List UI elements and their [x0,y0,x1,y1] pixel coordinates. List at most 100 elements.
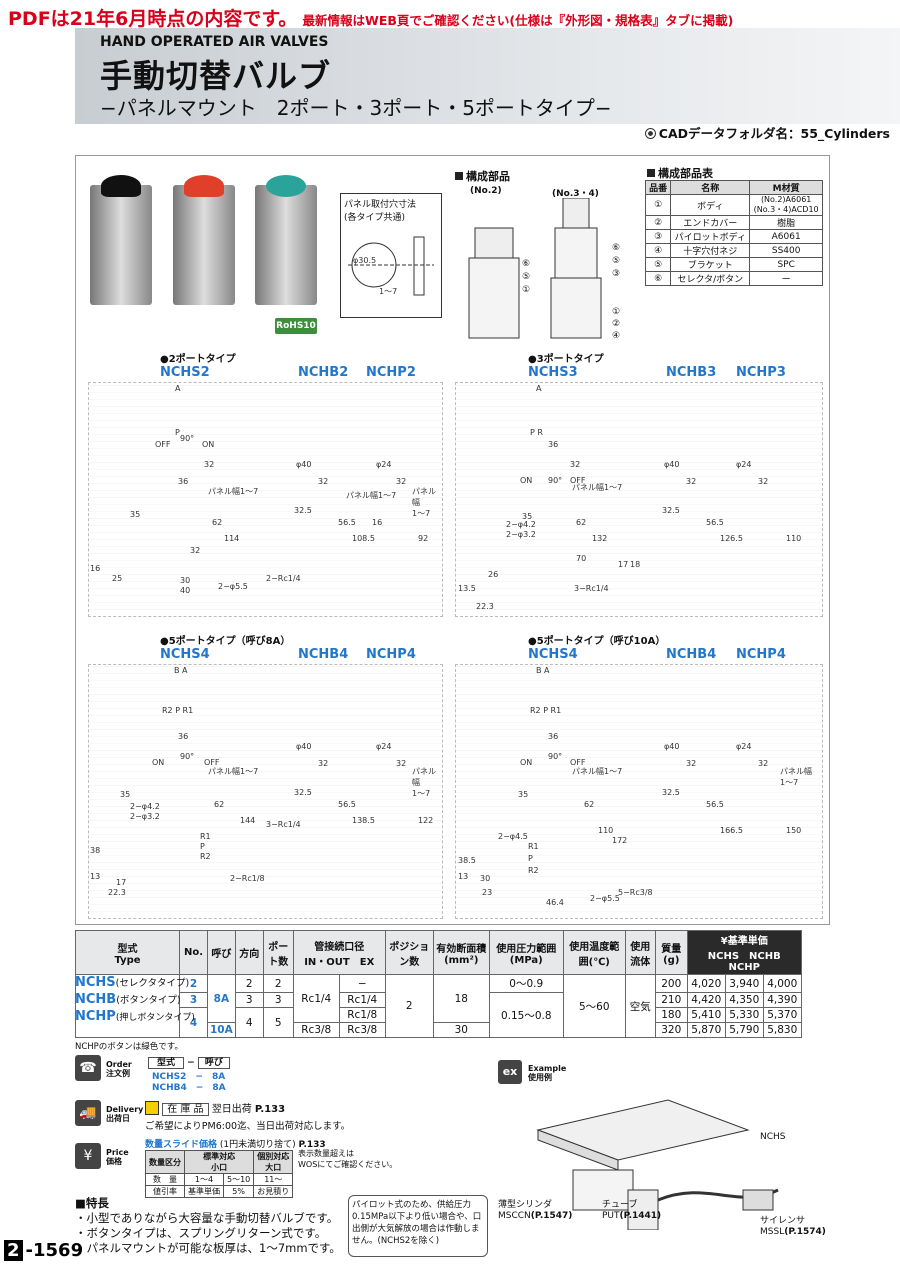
callout: ⑤ [612,256,621,266]
callout: ⑤ [522,272,531,282]
page-title: 手動切替バルブ [100,57,332,95]
delivery-note: ご希望によりPM6:00迄、当日出荷対応します。 [145,1121,351,1132]
example-icon: ex [498,1060,522,1084]
delivery-info: 在 庫 品 翌日出荷 P.133 [145,1100,285,1116]
delivery-truck-icon: 🚚 [75,1100,101,1126]
section-5port-10a: ●5ポートタイプ（呼び10A） [528,636,666,647]
model-nchp2: NCHP2 [366,365,416,380]
table-row: 4 4 5 Rc1/8 180 5,410 5,330 5,370 [76,1007,802,1038]
callout: ⑥ [612,243,621,253]
features-title: ■特長 [75,1196,109,1210]
model-nchs2: NCHS2 [160,365,210,380]
model-nchb3: NCHB3 [666,365,717,380]
example-drawing [536,1099,779,1230]
model-nchp4-8a: NCHP4 [366,647,416,662]
table-row: 10A Rc3/8 Rc3/8 30 320 5,870 5,790 5,830 [76,1022,802,1038]
price-note: 表示数量超えは WOSにてご確認ください。 [298,1149,398,1169]
parts-header: 品番 [644,180,672,195]
title-band [75,28,900,124]
section-5port-8a: ●5ポートタイプ（呼び8A） [160,636,291,647]
dims-2port: A P OFF 90° ON 36 32 φ40 32 φ24 32 パネル幅1… [90,384,436,595]
cad-radio-icon [644,128,656,139]
cad-folder[interactable]: CADデータフォルダ名：55_Cylinders [644,123,890,142]
button-valve-photo [173,175,235,305]
callout: ① [522,285,531,295]
no34-callouts-bottom: ① ② ④ [612,306,620,342]
components-title: 構成部品 [455,168,510,184]
feature-item: ・小型でありながら大容量な手動切替バルブです。 [75,1211,339,1225]
callout: ② [612,319,621,329]
selector-valve-photo [90,175,152,305]
parts-header: M材質 [749,180,823,195]
model-nchb4-10a: NCHB4 [666,647,717,662]
table-row: 2 8A 2 2 Rc1/4 − 2 18 0〜0.9 5〜60 空気 200 … [75,974,802,1038]
pilot-note: パイロット式のため、供給圧力0.15MPa以下より低い場合や、口出側が大気解放の… [348,1195,488,1257]
example-nchs-label: NCHS [760,1132,786,1142]
notice-main: PDFは21年6月時点の内容です。 [8,8,298,30]
model-nchp3: NCHP3 [736,365,786,380]
order-header: 型式 − 呼び [148,1055,230,1069]
feature-item: ・ボタンタイプは、スプリングリターン式です。 [75,1226,327,1240]
panel-hole-title: パネル取付穴寸法 (各タイプ共通) [344,200,417,223]
callout: ④ [612,331,621,341]
pushbutton-valve-photo [255,175,317,305]
nchp-note: NCHPのボタンは緑色です。 [75,1042,183,1052]
product-frame [75,155,830,925]
update-notice: PDFは21年6月時点の内容です。 最新情報はWEB頁でご確認ください(仕様は『… [8,4,733,31]
model-nchs3: NCHS3 [528,365,578,380]
dims-5port-8a: B A R2 P R1 36 ON 90° OFF φ40 32 φ24 32 … [90,666,436,897]
no2-callouts: ⑥ ⑤ ① [522,258,530,297]
product-photos [85,165,330,345]
model-nchs-desc: NCHS(セレクタタイプ) [75,975,190,990]
panel-hole-drawing [348,236,434,296]
components-drawing [468,198,602,339]
section-3port: ●3ポートタイプ [528,354,604,365]
yen-icon: ¥ [75,1143,101,1169]
section-2port: ●2ポートタイプ [160,354,236,365]
english-title: HAND OPERATED AIR VALVES [100,34,329,50]
drawing-2port [88,382,443,617]
notice-sub: 最新情報はWEB頁でご確認ください(仕様は『外形図・規格表』タブに掲載) [302,13,734,28]
callout: ① [612,307,621,317]
no2-label: (No.2) [470,186,502,196]
page-number: 2-1569 [4,1240,86,1261]
order-phone-icon: ☎ [75,1055,101,1081]
model-list: NCHS(セレクタタイプ) NCHB(ボタンタイプ) NCHP(押しボタンタイプ… [75,975,195,1026]
price-title-row: 数量スライド価格 (1円未満切り捨て) P.133 [145,1140,326,1150]
no34-callouts-top: ⑥ ⑤ ③ [612,242,620,281]
dims-3port: A P R 36 32 ON 90° OFF φ40 32 φ24 32 パネル… [458,384,802,611]
parts-header: 名称 [670,180,751,195]
panel-thickness: 1〜7 [379,287,398,296]
callout: ⑥ [522,259,531,269]
model-nchb4-8a: NCHB4 [298,647,349,662]
page-subtitle: −パネルマウント 2ポート・3ポート・5ポートタイプ− [100,96,612,120]
selector-cap [101,175,141,197]
rohs-badge: RoHS10 [275,318,317,334]
red-button-cap [184,175,224,197]
model-nchb2: NCHB2 [298,365,349,380]
model-nchs4-10a: NCHS4 [528,647,578,662]
callout: ③ [612,269,621,279]
feature-item: ・パネルマウントが可能な板厚は、1〜7mmです。 [75,1241,341,1255]
